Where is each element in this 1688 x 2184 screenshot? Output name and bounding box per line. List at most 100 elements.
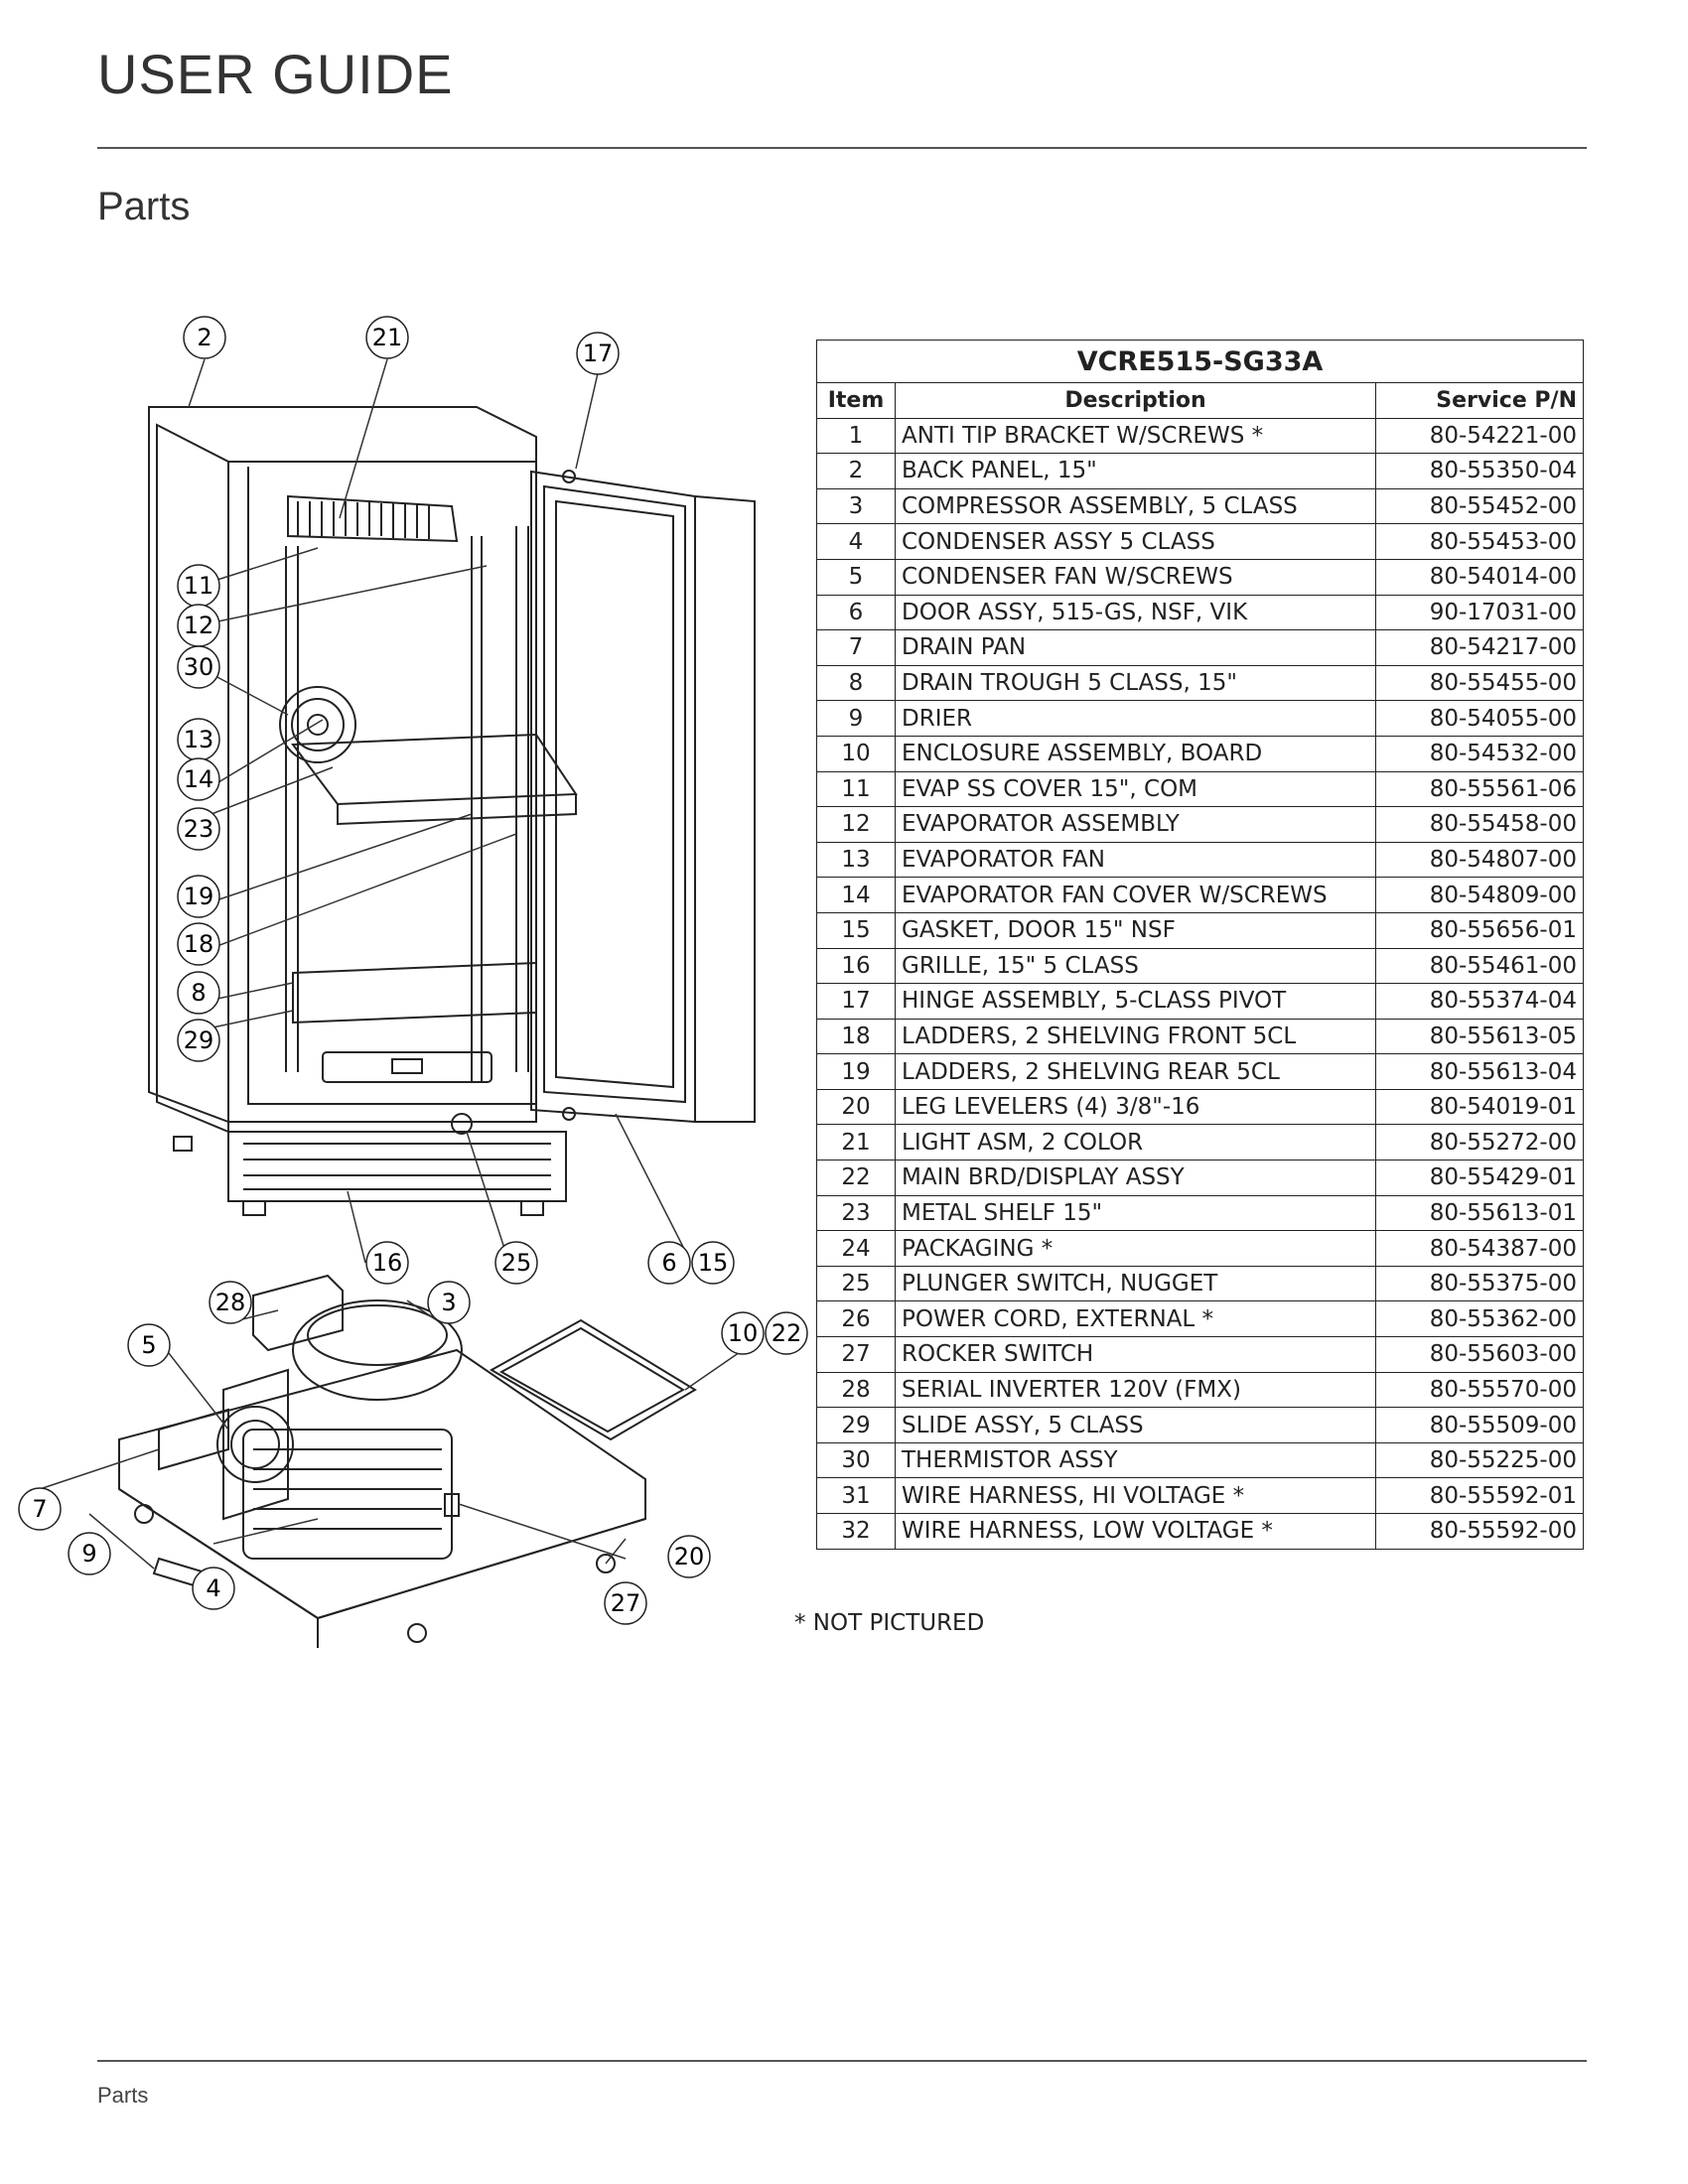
section-title: Parts [97, 185, 191, 228]
item-number-cell: 15 [816, 911, 896, 949]
item-number-cell: 13 [816, 841, 896, 879]
item-number-cell: 18 [816, 1018, 896, 1055]
item-number-cell: 24 [816, 1230, 896, 1267]
callout-label: 17 [583, 340, 614, 367]
item-number-cell: 22 [816, 1160, 896, 1196]
leader-lines [39, 358, 744, 1570]
item-number-cell: 12 [816, 806, 896, 843]
description-cell: ANTI TIP BRACKET W/SCREWS * [895, 417, 1376, 455]
callout-8: 8 [177, 971, 220, 1015]
service-pn-cell: 80-55362-00 [1375, 1300, 1584, 1338]
callout-label: 16 [372, 1249, 403, 1277]
callout-label: 23 [184, 815, 214, 843]
description-cell: LEG LEVELERS (4) 3/8"-16 [895, 1088, 1376, 1126]
item-number-cell: 6 [816, 594, 896, 631]
callout-16: 16 [365, 1241, 409, 1285]
callout-label: 13 [184, 726, 214, 753]
col-header-description: Description [895, 382, 1376, 419]
description-cell: POWER CORD, EXTERNAL * [895, 1300, 1376, 1338]
callout-label: 4 [206, 1574, 220, 1602]
callout-17: 17 [576, 332, 620, 375]
callout-22: 22 [765, 1311, 808, 1355]
callout-11: 11 [177, 564, 220, 608]
callout-12: 12 [177, 604, 220, 647]
description-cell: EVAP SS COVER 15", COM [895, 770, 1376, 808]
item-number-cell: 11 [816, 770, 896, 808]
callout-label: 14 [184, 765, 214, 793]
description-cell: PLUNGER SWITCH, NUGGET [895, 1265, 1376, 1302]
item-number-cell: 1 [816, 417, 896, 455]
description-cell: EVAPORATOR FAN [895, 841, 1376, 879]
callout-label: 30 [184, 653, 214, 681]
service-pn-cell: 80-55603-00 [1375, 1336, 1584, 1373]
refrigerator-drawing [148, 406, 756, 1216]
callout-18: 18 [177, 922, 220, 966]
service-pn-cell: 80-55561-06 [1375, 770, 1584, 808]
service-pn-cell: 80-55429-01 [1375, 1160, 1584, 1196]
callout-20: 20 [667, 1535, 711, 1578]
callout-19: 19 [177, 875, 220, 918]
callout-label: 6 [661, 1249, 676, 1277]
item-number-cell: 26 [816, 1300, 896, 1338]
item-number-cell: 4 [816, 523, 896, 560]
item-number-cell: 31 [816, 1477, 896, 1514]
callout-4: 4 [192, 1567, 235, 1610]
description-cell: HINGE ASSEMBLY, 5-CLASS PIVOT [895, 983, 1376, 1020]
callout-27: 27 [604, 1581, 647, 1625]
service-pn-cell: 90-17031-00 [1375, 594, 1584, 631]
service-pn-cell: 80-55613-01 [1375, 1194, 1584, 1232]
callout-3: 3 [427, 1281, 471, 1324]
service-pn-cell: 80-54807-00 [1375, 841, 1584, 879]
description-cell: ENCLOSURE ASSEMBLY, BOARD [895, 735, 1376, 772]
item-number-cell: 25 [816, 1265, 896, 1302]
service-pn-cell: 80-54217-00 [1375, 629, 1584, 666]
item-number-cell: 14 [816, 877, 896, 913]
description-cell: METAL SHELF 15" [895, 1194, 1376, 1232]
service-pn-cell: 80-55461-00 [1375, 947, 1584, 985]
service-pn-cell: 80-54014-00 [1375, 558, 1584, 596]
description-cell: LIGHT ASM, 2 COLOR [895, 1124, 1376, 1161]
parts-table: VCRE515-SG33A Item Description Service P… [816, 340, 1584, 1550]
callout-28: 28 [209, 1281, 252, 1324]
description-cell: ROCKER SWITCH [895, 1336, 1376, 1373]
not-pictured-note: * NOT PICTURED [794, 1610, 985, 1636]
service-pn-cell: 80-55613-05 [1375, 1018, 1584, 1055]
service-pn-cell: 80-55592-00 [1375, 1513, 1584, 1550]
item-number-cell: 7 [816, 629, 896, 666]
service-pn-cell: 80-54532-00 [1375, 735, 1584, 772]
service-pn-cell: 80-55452-00 [1375, 487, 1584, 525]
item-number-cell: 29 [816, 1407, 896, 1443]
item-number-cell: 5 [816, 558, 896, 596]
service-pn-cell: 80-55374-04 [1375, 983, 1584, 1020]
col-header-item: Item [816, 382, 896, 419]
item-number-cell: 28 [816, 1371, 896, 1409]
item-number-cell: 32 [816, 1513, 896, 1550]
callout-14: 14 [177, 757, 220, 801]
description-cell: DOOR ASSY, 515-GS, NSF, VIK [895, 594, 1376, 631]
item-number-cell: 8 [816, 664, 896, 702]
item-number-cell: 9 [816, 700, 896, 737]
service-pn-cell: 80-54809-00 [1375, 877, 1584, 913]
service-pn-cell: 80-54221-00 [1375, 417, 1584, 455]
footer-label: Parts [97, 2083, 149, 2108]
item-number-cell: 16 [816, 947, 896, 985]
